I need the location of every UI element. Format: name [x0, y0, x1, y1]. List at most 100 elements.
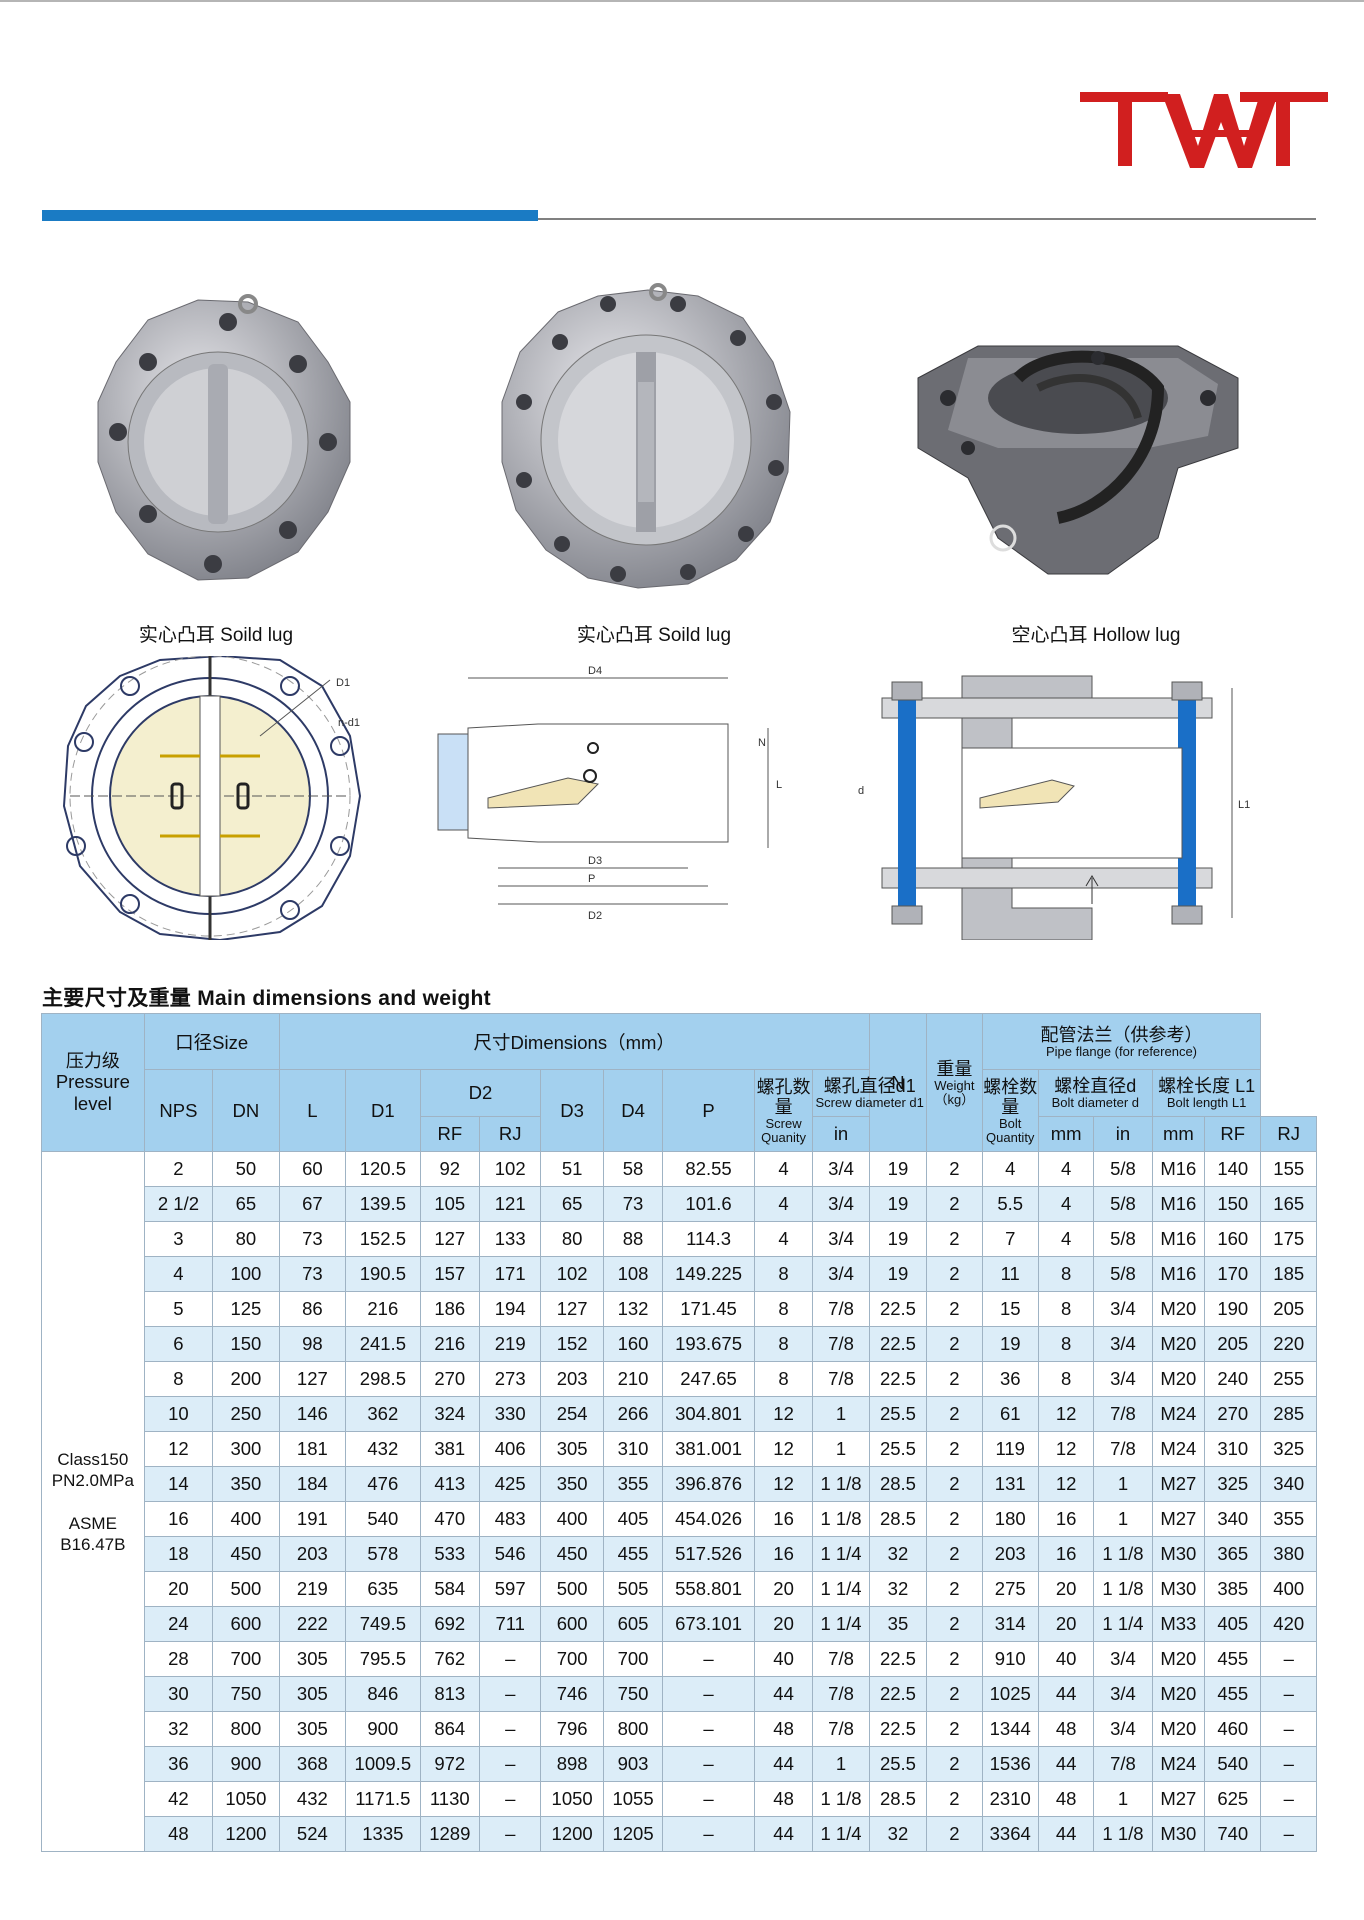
table-cell: 255 [1260, 1361, 1317, 1397]
table-cell: 8 [753, 1361, 814, 1397]
table-cell: 127 [278, 1361, 347, 1397]
table-cell: 2 1/2 [143, 1186, 214, 1222]
table-cell: 241.5 [345, 1326, 421, 1362]
header-accent-bar [42, 210, 538, 221]
table-cell: 1344 [981, 1711, 1039, 1747]
table-cell: 132 [602, 1291, 664, 1327]
table-cell: 796 [540, 1711, 604, 1747]
table-cell: 3/4 [1093, 1711, 1153, 1747]
photo-solid-lug-valve-2 [501, 283, 791, 589]
table-cell: 152.5 [345, 1221, 421, 1257]
table-cell: 2 [926, 1816, 983, 1852]
table-cell: 19 [868, 1186, 928, 1222]
table-cell: 635 [345, 1571, 421, 1607]
table-cell: 5/8 [1093, 1186, 1153, 1222]
table-cell: 160 [1204, 1221, 1262, 1257]
photo-hollow-lug-valve [917, 345, 1239, 575]
table-cell: 305 [540, 1431, 604, 1467]
table-cell: 60 [278, 1151, 347, 1187]
table-cell: 692 [419, 1606, 481, 1642]
table-cell: 273 [478, 1361, 542, 1397]
table-cell: 150 [212, 1326, 280, 1362]
table-cell: 673.101 [662, 1606, 755, 1642]
table-cell: 18 [143, 1536, 214, 1572]
table-cell: 5 [143, 1291, 214, 1327]
table-cell: 146 [278, 1396, 347, 1432]
table-cell: 131 [981, 1466, 1039, 1502]
table-cell: 165 [1260, 1186, 1317, 1222]
label-d1: D1 [336, 677, 350, 689]
table-cell: 517.526 [662, 1536, 755, 1572]
table-cell: 305 [278, 1711, 347, 1747]
table-cell: 15 [981, 1291, 1039, 1327]
table-cell: 19 [868, 1151, 928, 1187]
table-cell: 220 [1260, 1326, 1317, 1362]
drawing-front-view: D1 n-d1 [62, 656, 362, 940]
table-cell: 44 [1037, 1676, 1095, 1712]
table-cell: 105 [419, 1186, 481, 1222]
label-d2: D2 [588, 910, 602, 922]
table-cell: 36 [143, 1746, 214, 1782]
table-cell: 1200 [212, 1816, 280, 1852]
table-cell: 8 [753, 1291, 814, 1327]
table-cell: 2 [926, 1711, 983, 1747]
table-cell: 150 [1204, 1186, 1262, 1222]
table-cell: 3/4 [1093, 1326, 1153, 1362]
table-cell: 2 [926, 1256, 983, 1292]
pressure-level-line: ASME [68, 1513, 117, 1533]
table-cell: – [662, 1746, 755, 1782]
table-cell: 3/4 [812, 1256, 870, 1292]
table-cell: 171 [478, 1256, 542, 1292]
table-cell: 7/8 [812, 1326, 870, 1362]
table-cell: 44 [753, 1676, 814, 1712]
table-cell: 48 [1037, 1781, 1095, 1817]
label-p: P [588, 873, 595, 885]
table-cell: 425 [478, 1466, 542, 1502]
header-d2-rj: RJ [478, 1116, 542, 1152]
table-cell: 305 [278, 1676, 347, 1712]
table-cell: 108 [602, 1256, 664, 1292]
table-cell: M20 [1151, 1326, 1206, 1362]
table-cell: 203 [278, 1536, 347, 1572]
header-d3: D3 [540, 1069, 604, 1152]
table-cell: – [478, 1746, 542, 1782]
table-cell: 20 [1037, 1606, 1095, 1642]
table-cell: 483 [478, 1501, 542, 1537]
table-cell: 400 [212, 1501, 280, 1537]
table-cell: 22.5 [868, 1326, 928, 1362]
table-cell: M27 [1151, 1781, 1206, 1817]
header-bolt-qty: 螺栓数量 Bolt Quantity [981, 1069, 1039, 1152]
table-cell: 16 [1037, 1501, 1095, 1537]
table-cell: – [478, 1781, 542, 1817]
table-cell: 219 [278, 1571, 347, 1607]
table-cell: 605 [602, 1606, 664, 1642]
table-cell: 813 [419, 1676, 481, 1712]
table-cell: 4 [1037, 1186, 1095, 1222]
table-cell: 2310 [981, 1781, 1039, 1817]
table-cell: 155 [1260, 1151, 1317, 1187]
table-cell: 3/4 [1093, 1291, 1153, 1327]
table-cell: 270 [419, 1361, 481, 1397]
table-cell: 1 1/4 [812, 1571, 870, 1607]
table-cell: 455 [1204, 1641, 1262, 1677]
table-cell: – [662, 1816, 755, 1852]
table-cell: 180 [981, 1501, 1039, 1537]
table-cell: 540 [1204, 1746, 1262, 1782]
header-p: P [662, 1069, 755, 1152]
table-cell: 12 [753, 1396, 814, 1432]
table-cell: 101.6 [662, 1186, 755, 1222]
table-cell: 2 [926, 1326, 983, 1362]
dimensions-table: 压力级 Pressure level 口径Size 尺寸Dimensions（m… [41, 1013, 1317, 1852]
table-cell: 413 [419, 1466, 481, 1502]
table-cell: 7/8 [1093, 1431, 1153, 1467]
header-bolt-in: in [1093, 1116, 1153, 1152]
table-cell: 114.3 [662, 1221, 755, 1257]
table-cell: 746 [540, 1676, 604, 1712]
table-cell: 2 [926, 1466, 983, 1502]
table-cell: 10 [143, 1396, 214, 1432]
table-cell: 190 [1204, 1291, 1262, 1327]
table-cell: M20 [1151, 1641, 1206, 1677]
table-cell: 185 [1260, 1256, 1317, 1292]
